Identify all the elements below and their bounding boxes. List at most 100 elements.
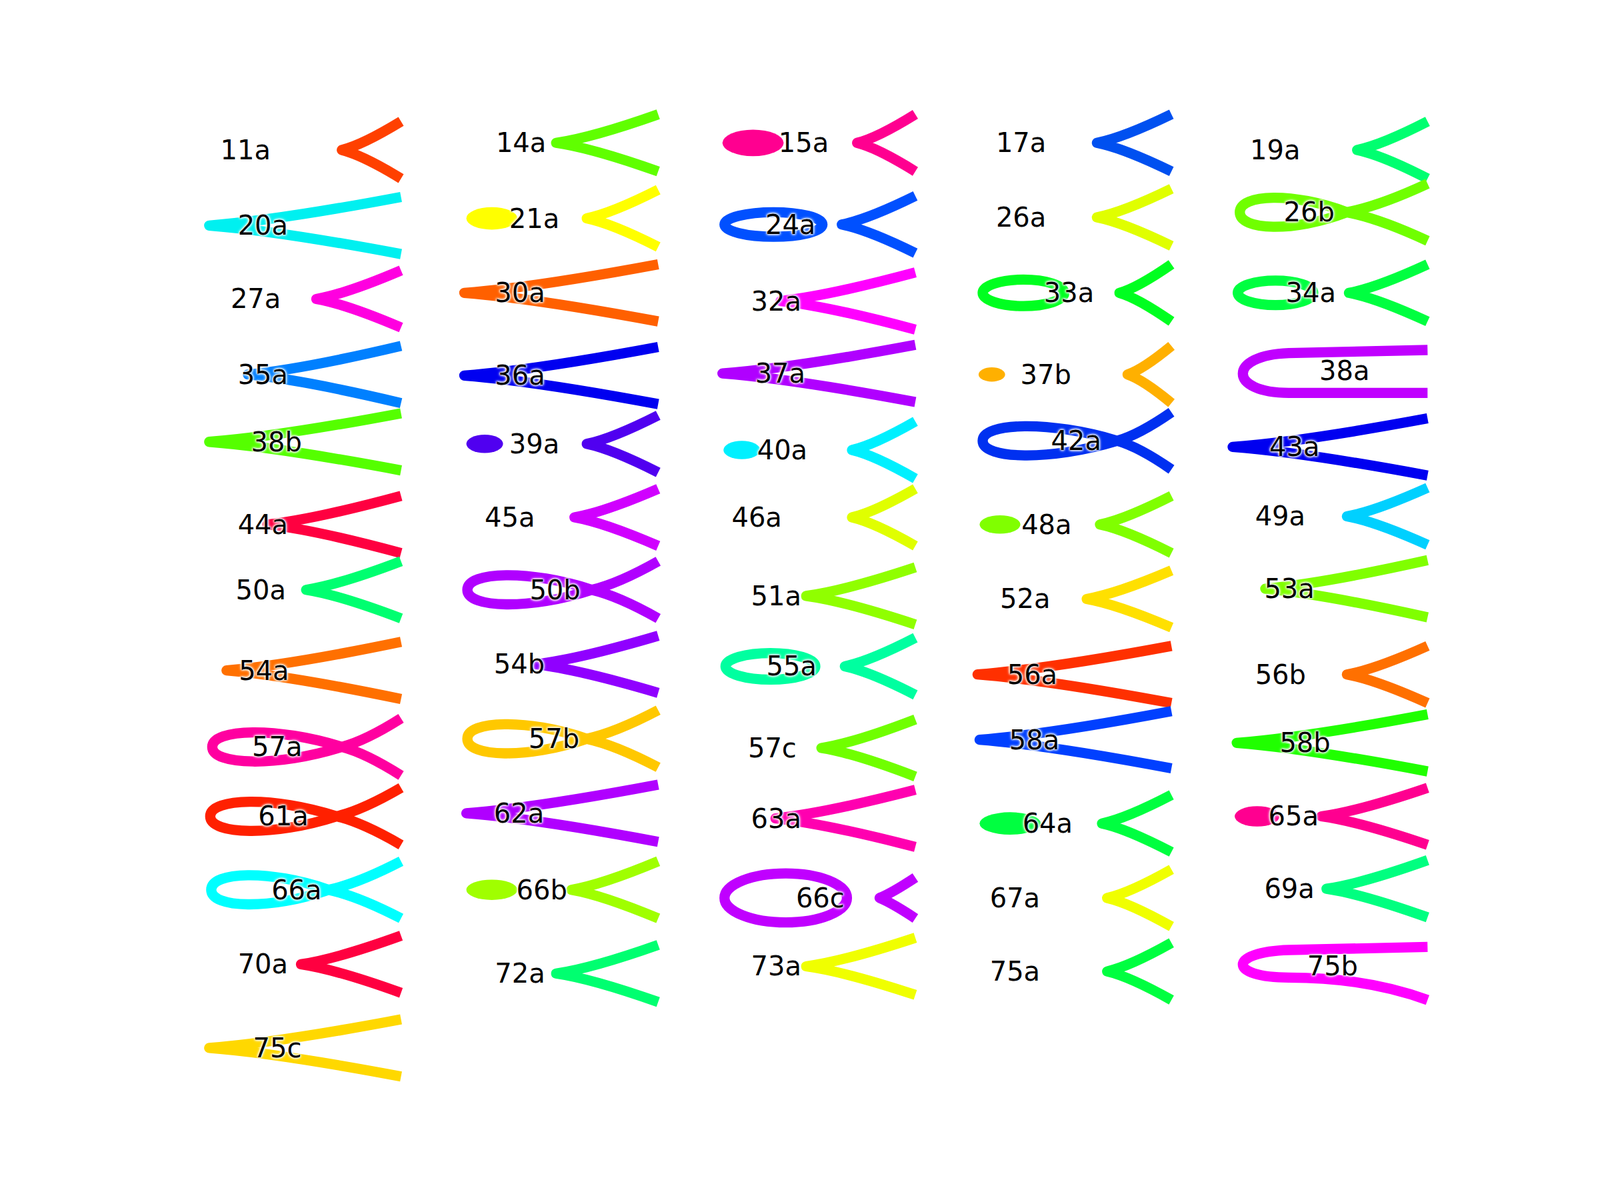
blob-glyph (466, 434, 503, 454)
glyph-label: 39a (509, 430, 560, 458)
vee-glyph (209, 196, 402, 254)
vee-glyph (301, 936, 402, 994)
vee-glyph (556, 114, 658, 172)
glyph-label: 73a (751, 952, 802, 980)
glyph-label: 33a (1044, 279, 1094, 306)
glyph-label: 58b (1279, 729, 1330, 756)
blob-glyph (466, 879, 518, 900)
glyph-label: 62a (494, 800, 544, 827)
glyph-label: 45a (484, 504, 535, 531)
vee-glyph (556, 944, 658, 1002)
glyph-label: 66c (796, 884, 845, 912)
vee-glyph (1107, 942, 1172, 1000)
vee-glyph (806, 938, 916, 996)
vee-glyph (209, 413, 402, 471)
glyph-label: 56a (1007, 661, 1058, 688)
loop-glyph (210, 788, 401, 846)
vee-glyph (1107, 869, 1172, 927)
glyph-label: 15a (778, 129, 829, 156)
vee-glyph (536, 636, 659, 694)
glyph-label: 24a (765, 211, 816, 238)
u-glyph (1242, 946, 1428, 1000)
glyph-label: 26a (996, 204, 1046, 231)
vee-glyph (1357, 121, 1428, 179)
glyph-label: 49a (1255, 502, 1306, 530)
glyph-label: 42a (1051, 427, 1102, 454)
glyph-label: 38a (1319, 357, 1370, 384)
loop-glyph (211, 861, 402, 919)
glyph-label: 37a (755, 360, 806, 387)
vee-glyph (979, 711, 1172, 769)
loop-glyph (1240, 184, 1428, 242)
glyph-label: 54a (238, 657, 289, 684)
glyph-label: 50b (529, 576, 580, 604)
glyph-label: 55a (766, 652, 816, 680)
vee-glyph (1346, 488, 1428, 546)
glyph-label: 36a (494, 362, 545, 389)
vee-glyph (1346, 646, 1428, 704)
vee-glyph (1100, 496, 1172, 554)
vee-glyph (879, 877, 916, 918)
vee-glyph (852, 488, 916, 546)
glyph-label: 63a (751, 805, 802, 832)
vee-glyph (844, 638, 916, 696)
glyph-label: 11a (220, 136, 271, 164)
vee-glyph (1119, 264, 1172, 322)
vee-glyph (1096, 114, 1172, 172)
vee-glyph (857, 114, 916, 172)
glyph-label: 75b (1307, 952, 1358, 980)
glyph-label: 17a (996, 129, 1046, 156)
loop-glyph (467, 710, 658, 768)
vee-glyph (1236, 714, 1428, 772)
glyph-label: 27a (230, 285, 281, 312)
glyph-label: 35a (238, 361, 288, 388)
vee-glyph (1127, 346, 1172, 404)
glyph-label: 19a (1250, 136, 1300, 164)
vee-glyph (316, 270, 401, 328)
glyph-label: 20a (238, 212, 288, 239)
ring-glyph (724, 873, 848, 922)
vee-glyph (806, 567, 916, 625)
vee-glyph (571, 861, 658, 919)
vee-glyph (1096, 188, 1172, 246)
glyph-label: 66a (271, 876, 322, 904)
glyph-label: 14a (496, 129, 546, 156)
glyph-label: 56b (1255, 661, 1306, 688)
glyph-label: 58a (1009, 726, 1060, 754)
glyph-label: 64a (1022, 810, 1073, 837)
vee-glyph (852, 421, 916, 479)
blob-glyph (723, 440, 760, 460)
glyph-label: 32a (751, 288, 802, 315)
vee-glyph (1326, 860, 1428, 918)
vee-glyph (1102, 794, 1172, 852)
glyph-label: 75c (253, 1034, 302, 1062)
blob-glyph (722, 129, 784, 156)
vee-glyph (226, 642, 402, 700)
glyph-label: 67a (990, 884, 1040, 912)
vee-glyph (464, 346, 658, 404)
vee-glyph (586, 190, 658, 248)
glyph-label: 72a (494, 960, 545, 987)
vee-glyph (1232, 418, 1428, 476)
vee-glyph (306, 561, 401, 619)
vee-glyph (342, 121, 402, 179)
glyph-label: 57b (528, 725, 580, 752)
loop-glyph (982, 412, 1172, 470)
glyph-label: 52a (1000, 585, 1050, 612)
glyph-label: 21a (509, 205, 560, 232)
glyph-label: 38b (251, 428, 302, 456)
glyph-label: 70a (238, 950, 288, 978)
vee-glyph (466, 784, 658, 842)
glyph-label: 30a (494, 279, 545, 306)
vee-glyph (1348, 264, 1428, 322)
vee-glyph (1086, 570, 1172, 628)
glyph-label: 57c (748, 734, 797, 762)
glyph-label: 37b (1020, 361, 1072, 388)
loop-glyph (212, 718, 401, 776)
vee-glyph (842, 196, 916, 254)
loop-glyph (467, 561, 658, 619)
glyph-label: 34a (1286, 279, 1336, 306)
glyph-label: 57a (252, 733, 302, 760)
blob-glyph (979, 515, 1020, 534)
